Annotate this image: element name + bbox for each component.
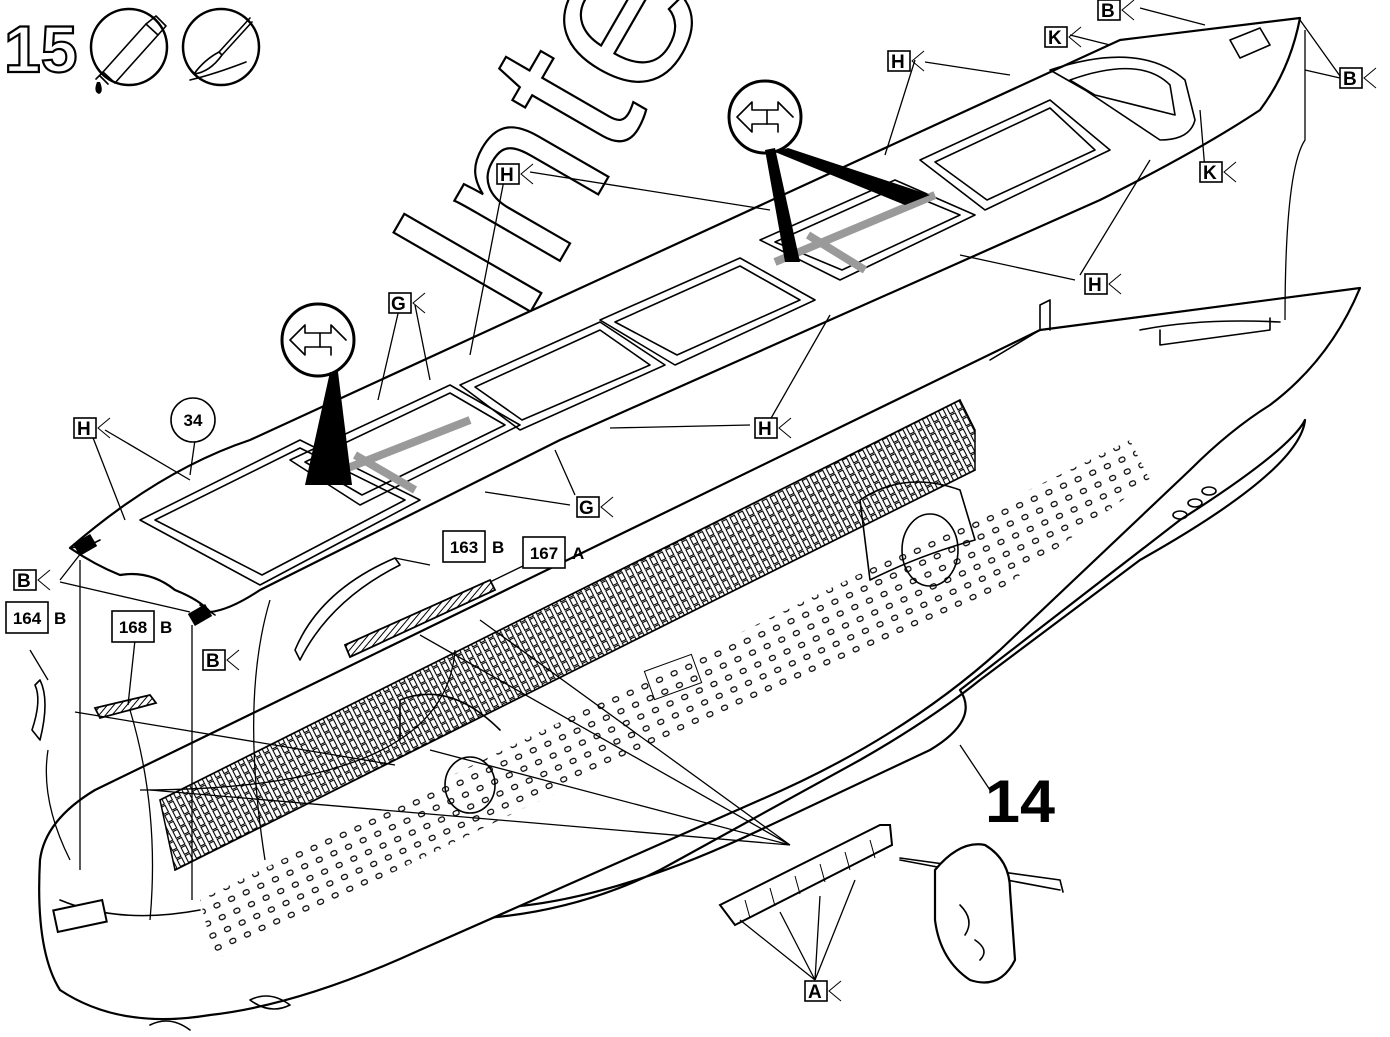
part-167-label: 167 A <box>522 536 584 569</box>
tag-b-top: B <box>1097 0 1135 22</box>
svg-text:34: 34 <box>184 411 203 430</box>
svg-text:G: G <box>579 498 594 519</box>
color-callouts: B K B H K H H <box>13 0 1377 1003</box>
tag-h-4: H <box>754 417 792 440</box>
stern-pool <box>52 898 108 934</box>
part-number-labels: 34 163 B 167 A 164 B 168 B <box>5 397 584 643</box>
tag-h-1: H <box>887 50 925 73</box>
window-strip-parts-a <box>718 824 894 927</box>
deck-openings <box>139 56 1196 586</box>
svg-text:B: B <box>1101 1 1115 22</box>
leader-lines <box>29 7 1341 981</box>
svg-text:H: H <box>77 419 91 440</box>
glue-tube-icon <box>89 7 169 94</box>
tag-k-bow: K <box>1199 161 1237 184</box>
svg-text:G: G <box>391 294 406 315</box>
hull-assembly <box>38 286 1362 1031</box>
svg-text:A: A <box>572 544 584 563</box>
paint-brush-icon <box>181 7 261 87</box>
paint-strip-fwd <box>773 191 937 274</box>
svg-text:164: 164 <box>13 609 42 628</box>
tag-b-bow: B <box>1339 67 1377 90</box>
wiggle-fit-icon <box>280 302 356 485</box>
paint-strip-aft <box>328 416 472 494</box>
deck-part-34 <box>68 16 1302 627</box>
svg-text:163: 163 <box>450 538 478 557</box>
svg-text:K: K <box>1048 28 1062 49</box>
svg-text:H: H <box>1088 275 1102 296</box>
svg-text:B: B <box>160 618 172 637</box>
part-168-label: 168 B <box>111 610 172 643</box>
subassembly-number: 14 <box>985 768 1056 835</box>
tag-g-1: G <box>388 292 426 315</box>
step-header: 15 <box>3 7 261 94</box>
svg-text:168: 168 <box>119 618 147 637</box>
svg-text:B: B <box>492 538 504 557</box>
svg-text:B: B <box>17 571 31 592</box>
step-number: 15 <box>4 12 77 86</box>
tag-g-2: G <box>576 496 614 519</box>
tag-b-stern-1: B <box>13 569 51 592</box>
part-163-shape <box>294 557 401 661</box>
hull-lower <box>428 418 1307 922</box>
svg-text:B: B <box>1343 69 1357 90</box>
svg-text:H: H <box>500 165 514 186</box>
svg-text:K: K <box>1203 163 1217 184</box>
part-164-label: 164 B <box>5 601 66 634</box>
tag-k-top: K <box>1044 26 1082 49</box>
part-34-label: 34 <box>170 397 216 443</box>
part-167-shape <box>343 578 497 659</box>
tag-b-stern-2: B <box>202 649 240 672</box>
wiggle-fit-icon-2 <box>727 79 930 262</box>
part-164-shape <box>31 679 46 741</box>
svg-text:B: B <box>54 609 66 628</box>
part-163-label: 163 B <box>442 530 504 563</box>
tag-h-2: H <box>496 163 534 186</box>
tag-h-3: H <box>1084 273 1122 296</box>
hand-with-brush-icon <box>899 843 1064 984</box>
porthole-rows <box>200 440 1150 960</box>
svg-text:H: H <box>758 419 772 440</box>
part-168-shape <box>93 693 158 720</box>
svg-text:167: 167 <box>530 544 558 563</box>
tag-h-5: H <box>73 417 111 440</box>
svg-text:A: A <box>808 982 822 1003</box>
tag-a-strip: A <box>804 980 842 1003</box>
svg-text:H: H <box>891 52 905 73</box>
svg-text:B: B <box>206 651 220 672</box>
